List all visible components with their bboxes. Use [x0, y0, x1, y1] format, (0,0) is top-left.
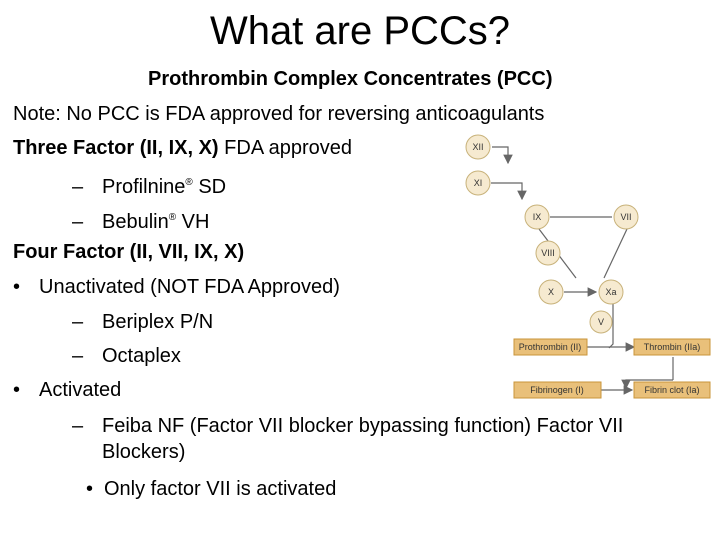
slide-title: What are PCCs?: [209, 9, 511, 53]
box-thrombin: Thrombin (IIa): [633, 338, 711, 356]
registered-mark: ®: [185, 177, 193, 188]
bullet-marker: •: [13, 379, 21, 401]
box-fibrinogen: Fibrinogen (I): [513, 381, 602, 399]
svg-text:Fibrin clot (Ia): Fibrin clot (Ia): [644, 385, 699, 395]
svg-text:Xa: Xa: [605, 287, 616, 297]
svg-text:Fibrinogen (I): Fibrinogen (I): [530, 385, 584, 395]
profilnine-line: –Profilnine® SD: [72, 170, 226, 200]
bebulin-rest: VH: [176, 211, 210, 233]
only-factor-text: Only factor VII is activated: [104, 478, 337, 500]
dash-marker: –: [72, 415, 84, 437]
only-factor-line: • Only factor VII is activated: [86, 476, 336, 502]
node-v: V: [589, 310, 613, 334]
activated-line: • Activated: [13, 377, 121, 403]
three-factor-suffix: FDA approved: [218, 137, 353, 159]
node-xi: XI: [465, 170, 491, 196]
line-vii-x: [603, 228, 628, 279]
svg-text:Thrombin (IIa): Thrombin (IIa): [644, 342, 701, 352]
svg-text:X: X: [548, 287, 554, 297]
subtitle: Prothrombin Complex Concentrates (PCC): [148, 68, 553, 90]
octaplex-line: –Octaplex: [72, 343, 181, 369]
activated-text: Activated: [39, 379, 122, 401]
beriplex-line: –Beriplex P/N: [72, 309, 213, 335]
node-ix: IX: [524, 204, 550, 230]
unactivated-line: • Unactivated (NOT FDA Approved): [13, 274, 340, 300]
svg-text:IX: IX: [533, 212, 542, 222]
beriplex-text: Beriplex P/N: [102, 311, 214, 333]
svg-text:VII: VII: [620, 212, 631, 222]
box-prothrombin: Prothrombin (II): [513, 338, 588, 356]
registered-mark: ®: [168, 212, 177, 223]
node-vii: VII: [613, 204, 639, 230]
box-fibrin-clot: Fibrin clot (Ia): [633, 381, 711, 399]
svg-text:VIII: VIII: [541, 248, 555, 258]
profilnine-rest: SD: [192, 176, 227, 198]
three-factor-heading: Three Factor (II, IX, X): [13, 137, 219, 159]
svg-text:XI: XI: [474, 178, 483, 188]
note-text: Note: No PCC is FDA approved for reversi…: [13, 103, 545, 125]
octaplex-text: Octaplex: [102, 345, 181, 367]
bullet-marker: •: [13, 276, 21, 298]
node-xa: Xa: [598, 279, 624, 305]
bebulin-line: –Bebulin® VH: [72, 205, 209, 235]
four-factor-heading: Four Factor (II, VII, IX, X): [13, 241, 245, 263]
dash-marker: –: [72, 211, 84, 233]
feiba-text-1: Feiba NF (Factor VII blocker bypassing f…: [102, 415, 624, 437]
dash-marker: –: [72, 345, 84, 367]
bullet-marker: •: [86, 478, 94, 500]
dash-marker: –: [72, 176, 84, 198]
arrow-xii-to-xi: [492, 146, 513, 165]
feiba-line: –Feiba NF (Factor VII blocker bypassing …: [72, 413, 623, 439]
unactivated-text: Unactivated (NOT FDA Approved): [39, 276, 340, 298]
node-xii: XII: [465, 134, 491, 160]
node-x: X: [538, 279, 564, 305]
bebulin-name: Bebulin: [102, 211, 169, 233]
arrow-xi-to-ix: [491, 182, 527, 201]
svg-text:Prothrombin (II): Prothrombin (II): [519, 342, 582, 352]
node-viii: VIII: [535, 240, 561, 266]
profilnine-name: Profilnine: [102, 176, 186, 198]
feiba-text-2: Blockers): [102, 441, 186, 463]
svg-text:V: V: [598, 317, 604, 327]
dash-marker: –: [72, 311, 84, 333]
svg-text:XII: XII: [472, 142, 483, 152]
feiba-line-continued: Blockers): [72, 439, 185, 465]
three-factor-line: Three Factor (II, IX, X) FDA approved: [13, 135, 352, 161]
